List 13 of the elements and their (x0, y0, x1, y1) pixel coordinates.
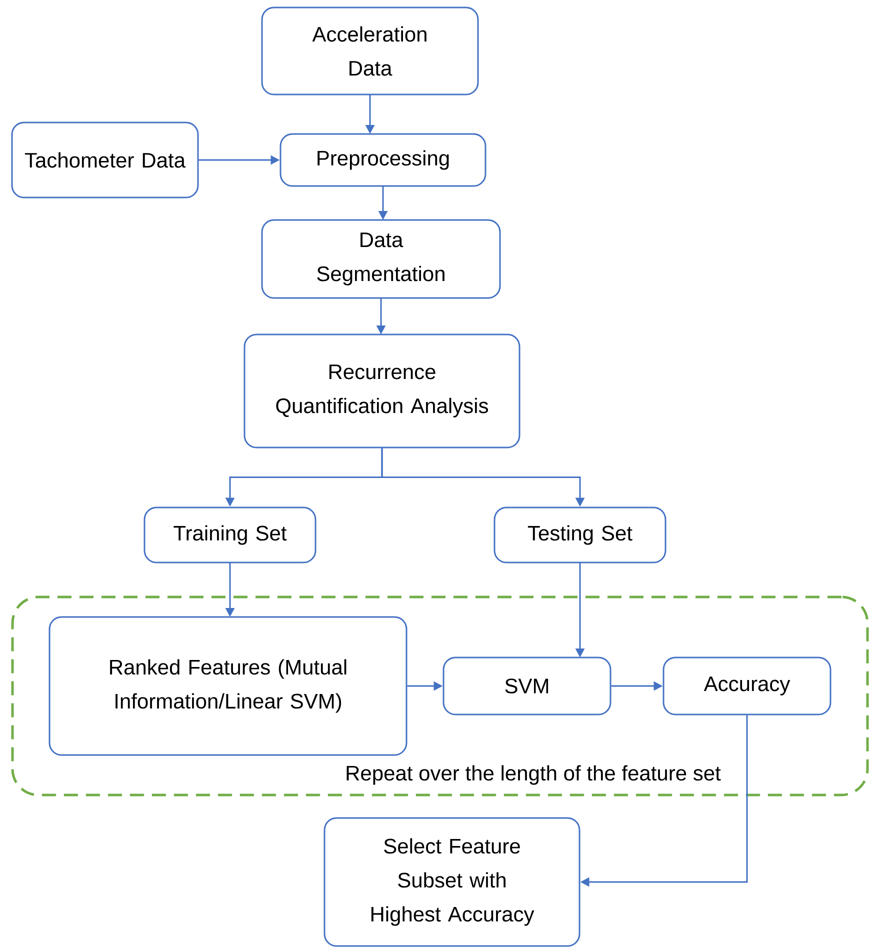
process-box: Testing Set (494, 506, 666, 564)
process-box: Recurrence Quantification Analysis (244, 334, 520, 448)
process-box: SVM (442, 656, 612, 716)
process-box: Data Segmentation (261, 219, 501, 299)
process-box: Tachometer Data (11, 122, 199, 198)
process-box: Acceleration Data (261, 6, 479, 96)
process-box: Select Feature Subset with Highest Accuracy (324, 817, 580, 947)
process-box: Accuracy (662, 656, 832, 716)
process-box: Preprocessing (280, 133, 486, 187)
loop-label: Repeat over the length of the feature set (346, 765, 721, 785)
loop-group (11, 596, 869, 796)
process-box: Training Set (144, 506, 316, 564)
process-box: Ranked Features (Mutual Information/Linear SVM) (48, 616, 408, 756)
